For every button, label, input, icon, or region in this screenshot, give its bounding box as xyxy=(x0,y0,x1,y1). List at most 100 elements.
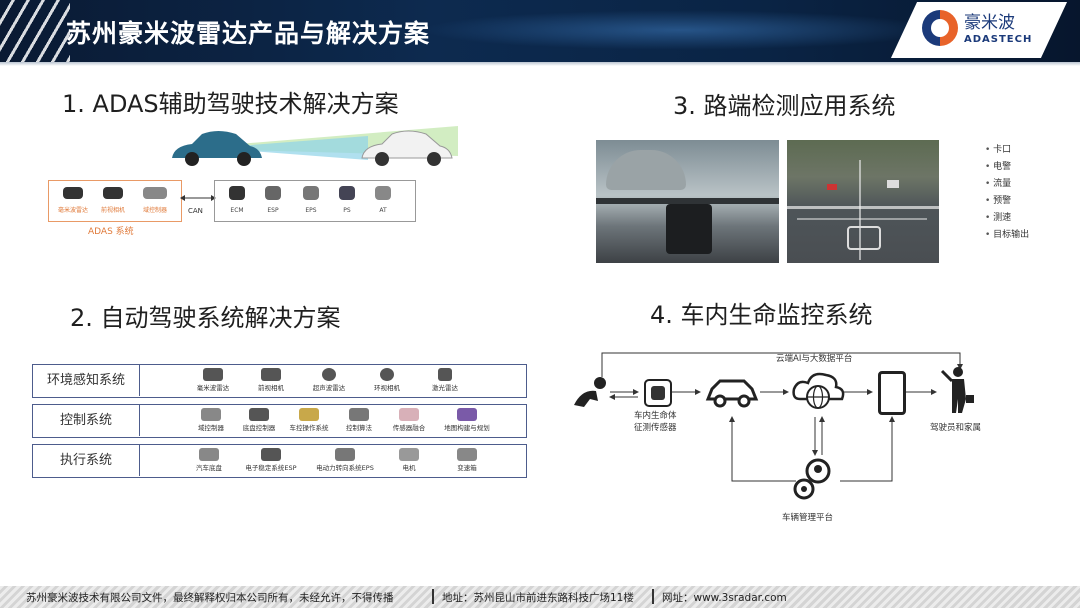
driver-person-icon xyxy=(940,367,974,413)
component-item: 前视相机 xyxy=(241,368,301,392)
actuator-label-at: AT xyxy=(379,207,387,214)
page-title: 苏州豪米波雷达产品与解决方案 xyxy=(66,19,431,48)
camera-beam-icon xyxy=(238,136,368,160)
sensor-fusion-icon xyxy=(399,408,419,421)
actuator-label-ps: PS xyxy=(343,207,351,214)
footer-address-text: 地址：苏州昆山市前进东路科技广场11楼 xyxy=(442,592,634,604)
component-item: 毫米波雷达 xyxy=(183,368,243,392)
component-item: 域控制器 xyxy=(181,408,241,432)
component-item: 变速箱 xyxy=(437,448,497,472)
component-item: 底盘控制器 xyxy=(229,408,289,432)
logo-text-cn: 豪米波 xyxy=(964,13,1015,33)
platform-label: 车辆管理平台 xyxy=(782,513,834,523)
vehicle-os-icon xyxy=(299,408,319,421)
white-car-icon xyxy=(361,130,453,166)
roadside-radar-photo xyxy=(596,140,779,263)
table-row-execution: 执行系统 汽车底盘 电子稳定系统ESP 电动力转向系统EPS 电机 变速箱 xyxy=(32,444,527,478)
cloud-platform-label: 云端AI与大数据平台 xyxy=(776,354,853,364)
radar-icon xyxy=(203,368,223,381)
car-icon xyxy=(705,379,759,408)
actuator-label-esp: ESP xyxy=(267,207,279,214)
logo-text-en: ADASTECH xyxy=(964,34,1033,45)
eps-icon xyxy=(303,186,319,200)
map-planning-icon xyxy=(457,408,477,421)
header-shadow xyxy=(0,62,1080,66)
component-item: 超声波雷达 xyxy=(299,368,359,392)
radar-icon xyxy=(63,187,83,199)
cloud-globe-icon xyxy=(792,372,845,409)
feature-item: 卡口 xyxy=(985,142,1029,159)
footer-website-link[interactable]: 网址：www.3sradar.com xyxy=(662,592,787,604)
diagram-lines xyxy=(601,352,963,482)
adas-cars-illustration xyxy=(172,126,458,166)
component-item: 电子稳定系统ESP xyxy=(241,448,301,472)
esp-icon xyxy=(265,186,281,200)
parent-label: 驾驶员和家属 xyxy=(930,423,982,433)
domain-controller-icon xyxy=(201,408,221,421)
ultrasonic-icon xyxy=(322,368,336,381)
roadside-feature-list: 卡口 电警 流量 预警 测速 目标输出 xyxy=(985,142,1029,244)
chassis-controller-icon xyxy=(249,408,269,421)
algorithm-icon xyxy=(349,408,369,421)
header-stripes-decoration xyxy=(0,0,70,62)
ecm-icon xyxy=(229,186,245,200)
component-item: 传感器融合 xyxy=(379,408,439,432)
camera-icon xyxy=(261,368,281,381)
footer-company-text: 苏州豪米波技术有限公司文件，最终解释权归本公司所有，未经允许，不得传播 xyxy=(26,592,394,604)
smartphone-icon xyxy=(878,371,906,415)
actuator-label-eps: EPS xyxy=(305,207,317,214)
at-icon xyxy=(375,186,391,200)
blue-car-icon xyxy=(172,131,262,166)
adas-system-caption: ADAS 系统 xyxy=(88,227,134,237)
sensor-label-controller: 域控制器 xyxy=(142,207,167,214)
motor-icon xyxy=(399,448,419,461)
component-item: 车控操作系统 xyxy=(279,408,339,432)
sensor-label-radar: 毫米波雷达 xyxy=(57,207,88,214)
eps-icon xyxy=(335,448,355,461)
esp-icon xyxy=(261,448,281,461)
footer-bar: 苏州豪米波技术有限公司文件，最终解释权归本公司所有，未经允许，不得传播 地址：苏… xyxy=(0,586,1080,608)
table-row-perception: 环境感知系统 毫米波雷达 前视相机 超声波雷达 环视相机 激光雷达 xyxy=(32,364,527,398)
actuator-label-ecm: ECM xyxy=(230,207,244,214)
child-icon xyxy=(574,377,606,407)
vital-sign-sensor-icon xyxy=(644,379,672,407)
section-adas-title: 1. ADAS辅助驾驶技术解决方案 xyxy=(62,90,399,118)
company-logo: 豪米波 ADASTECH xyxy=(910,4,1050,56)
row-label: 控制系统 xyxy=(33,405,140,436)
autonomous-system-table: 环境感知系统 毫米波雷达 前视相机 超声波雷达 环视相机 激光雷达 控制系统 域… xyxy=(32,364,527,479)
controller-icon xyxy=(143,187,167,199)
chassis-icon xyxy=(199,448,219,461)
component-item: 电动力转向系统EPS xyxy=(315,448,375,472)
logo-mark-icon xyxy=(922,10,958,46)
row-label: 环境感知系统 xyxy=(33,365,140,396)
component-item: 汽车底盘 xyxy=(179,448,239,472)
sensor-label-line1: 车内生命体 xyxy=(634,411,677,421)
section-incabin-title: 4. 车内生命监控系统 xyxy=(650,301,873,329)
feature-item: 目标输出 xyxy=(985,227,1029,244)
incabin-monitoring-diagram: 云端AI与大数据平台 车内生命体 征测传感器 驾驶员和家属 车辆管理平台 xyxy=(560,345,1000,530)
component-item: 激光雷达 xyxy=(415,368,475,392)
surround-camera-icon xyxy=(380,368,394,381)
management-platform-icon xyxy=(793,458,831,500)
row-label: 执行系统 xyxy=(33,445,140,476)
component-item: 电机 xyxy=(379,448,439,472)
actuator-box: ECM ESP EPS PS AT xyxy=(214,180,416,222)
intersection-camera-photo xyxy=(787,140,939,263)
feature-item: 预警 xyxy=(985,193,1029,210)
table-row-control: 控制系统 域控制器 底盘控制器 车控操作系统 控制算法 传感器融合 地图构建与规… xyxy=(32,404,527,438)
feature-item: 测速 xyxy=(985,210,1029,227)
sensor-label-line2: 征测传感器 xyxy=(634,423,677,433)
gearbox-icon xyxy=(457,448,477,461)
section-autonomous-title: 2. 自动驾驶系统解决方案 xyxy=(70,304,341,332)
lidar-icon xyxy=(438,368,452,381)
footer-separator xyxy=(652,589,654,604)
can-arrow-icon xyxy=(180,195,216,201)
sensor-label-camera: 前视相机 xyxy=(100,207,125,214)
feature-item: 电警 xyxy=(985,159,1029,176)
footer-separator xyxy=(432,589,434,604)
adas-system-box: 毫米波雷达 前视相机 域控制器 xyxy=(48,180,182,222)
component-item: 控制算法 xyxy=(329,408,389,432)
component-item: 地图构建与规划 xyxy=(437,408,497,432)
section-roadside-title: 3. 路端检测应用系统 xyxy=(673,92,896,120)
header-glow-decoration xyxy=(420,10,940,50)
